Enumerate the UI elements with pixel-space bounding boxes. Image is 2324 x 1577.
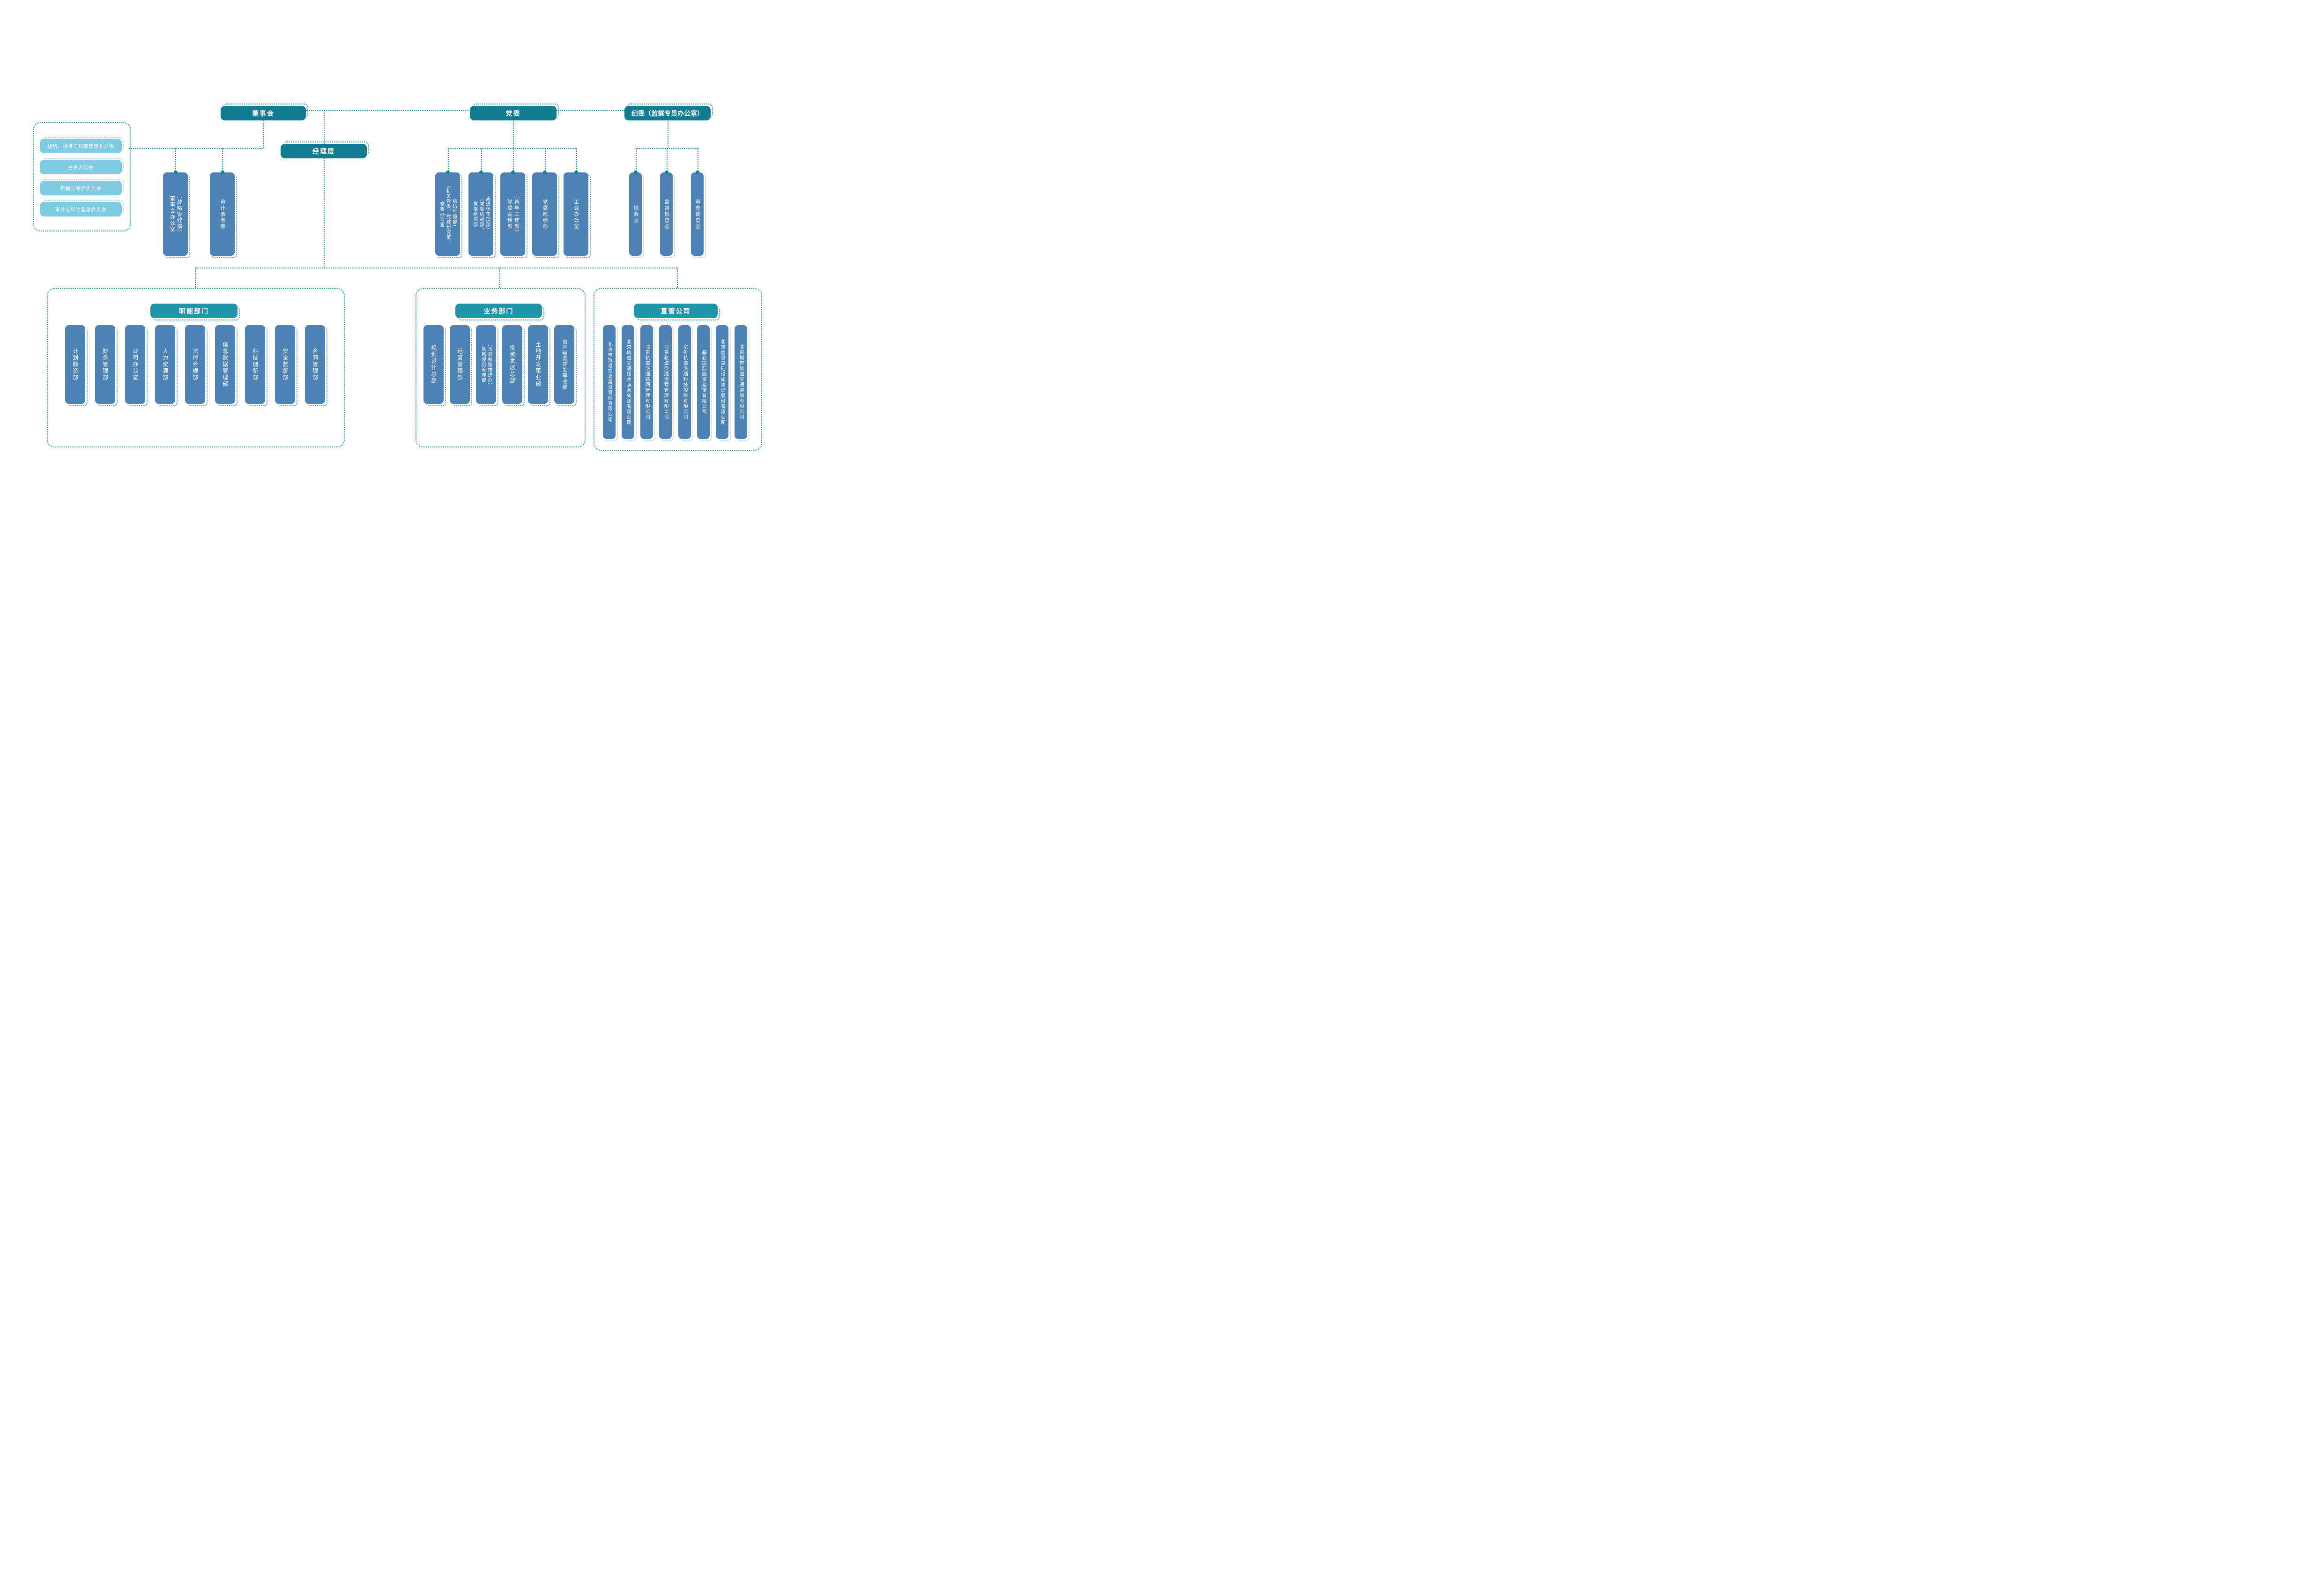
connector-line	[195, 268, 196, 288]
dept-box: 土地开发事业部	[528, 325, 550, 406]
dept-box: 安全监督部	[275, 325, 297, 406]
connector-line	[448, 148, 576, 149]
company-box: 京投轨道交通科技控股有限公司	[678, 325, 693, 441]
org-unit-general-office: 综合室	[629, 171, 644, 258]
connector-line	[263, 120, 264, 148]
connector-line	[499, 268, 500, 288]
dept-box: 公司办公室	[125, 325, 148, 406]
dept-box: 资产经营开发事业部	[554, 325, 577, 406]
management-box: 经理层	[281, 141, 369, 158]
org-chart-canvas: 董事会 经理层 党委 纪委（监察专员办公室） 战略、投资与预算管理委员会 提名委…	[0, 0, 775, 526]
dept-box: 铁路项目管理部 （市郊铁路推进办）	[476, 325, 498, 406]
connector-line	[324, 110, 325, 144]
org-unit-party-inspection: 党委巡察办	[532, 171, 559, 258]
org-unit-supervision-room: 监督检查室	[660, 171, 675, 258]
connector-line	[545, 148, 546, 172]
dept-box: 财务管理部	[95, 325, 118, 406]
company-box: 北京城市轨道交通咨询有限公司	[735, 325, 750, 441]
connector-line	[677, 268, 678, 288]
connector-line	[513, 148, 514, 172]
group-header-business: 业务部门	[455, 304, 544, 320]
committee-item: 战略、投资与预算管理委员会	[40, 137, 124, 153]
connector-line	[324, 158, 325, 268]
org-unit-board-office: 董事会办公室 （战略管理部）	[163, 171, 190, 258]
company-box: 北京信息基础设施建设股份有限公司	[716, 325, 731, 441]
connector-line	[667, 148, 668, 172]
connector-line	[448, 148, 449, 172]
dept-box: 计划融资部	[65, 325, 88, 406]
connector-line	[513, 119, 514, 148]
company-box: 北京轨道交通运营管理有限公司	[659, 325, 674, 441]
dept-box: 投资发展总部	[502, 325, 525, 406]
org-unit-audit-dept: 审计事务部	[210, 171, 237, 258]
business-departments-container	[416, 288, 586, 447]
board-box: 董事会	[221, 104, 308, 120]
connector-line	[576, 148, 577, 172]
org-unit-party-publicity: 党委宣传部 （青年工作部）	[500, 171, 527, 258]
functional-departments-container	[47, 288, 345, 447]
connector-line	[175, 148, 176, 172]
connector-line	[636, 148, 637, 172]
group-header-functional: 职能部门	[150, 304, 240, 320]
committee-item: 提名委员会	[40, 158, 124, 174]
board-committees-container	[33, 122, 131, 231]
group-header-companies: 直管公司	[634, 304, 720, 320]
committee-item: 审计与风险管理委员会	[40, 200, 124, 216]
company-box: 基石国际融资租赁有限公司	[697, 325, 712, 441]
org-unit-investigation-room: 审查调查室	[691, 171, 706, 258]
company-box: 北京轨道交通技术装备集团有限公司	[622, 325, 637, 441]
connector-line	[481, 148, 482, 172]
dept-box: 规划设计总部	[423, 325, 446, 406]
dept-box: 科技创新部	[245, 325, 267, 406]
org-unit-party-organization: 党委组织部 （党委统战部、 离退休干部部）	[468, 171, 496, 258]
dept-box: 法律合规部	[185, 325, 208, 406]
org-unit-party-office: 党委办公室 （机关党委、党建研究室、 信访维稳部）	[435, 171, 462, 258]
discipline-committee-box: 纪委（监察专员办公室）	[624, 104, 713, 120]
committee-item: 薪酬与考核委员会	[40, 179, 124, 195]
dept-box: 运营管理部	[450, 325, 472, 406]
company-box: 北京轨道交通路网管理有限公司	[640, 325, 655, 441]
org-unit-labor-union-office: 工会办公室	[564, 171, 591, 258]
connector-line	[129, 148, 263, 149]
company-box: 北京市轨道交通建设管理有限公司	[603, 325, 618, 441]
connector-line	[222, 148, 223, 172]
managed-companies-container	[594, 288, 762, 451]
connector-line	[306, 110, 624, 111]
dept-box: 人力资源部	[155, 325, 178, 406]
dept-box: 合同管理部	[305, 325, 327, 406]
dept-box: 信息数据管理部	[215, 325, 238, 406]
party-committee-box: 党委	[470, 104, 559, 120]
